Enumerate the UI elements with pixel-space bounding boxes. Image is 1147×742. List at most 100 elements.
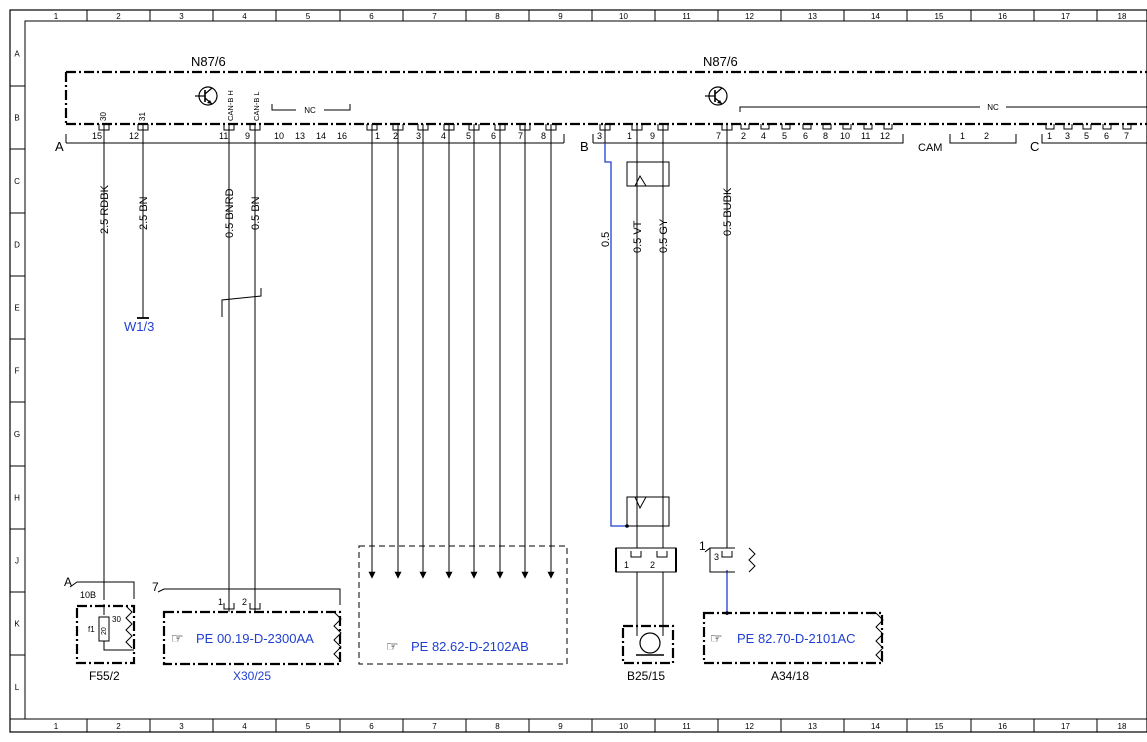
pin-number: 4 [441, 131, 446, 141]
column-label-top: 10 [619, 12, 628, 21]
nc-label-right: NC [987, 103, 999, 112]
column-label-top: 14 [871, 12, 880, 21]
x30-pin-terminals [223, 600, 261, 612]
x30-num: 7 [152, 580, 159, 594]
row-label: H [14, 494, 20, 503]
pin-number: 1 [627, 131, 632, 141]
column-label-bottom: 16 [998, 722, 1007, 731]
fuse-box-f55-2[interactable]: A 10B f1 20 30 F55/2 [64, 575, 136, 683]
column-label-bottom: 2 [116, 722, 121, 731]
pin-number: 3 [597, 131, 602, 141]
fuse-name: F55/2 [89, 669, 120, 683]
pe-82-62-box[interactable]: ☞ PE 82.62-D-2102AB [358, 545, 568, 665]
pin-number: 4 [761, 131, 766, 141]
wire-label-9: 0.5 BN [250, 196, 262, 230]
wires-right [604, 143, 728, 615]
pin-label-30: 30 [99, 112, 108, 121]
fuse-rating: 20 [101, 627, 108, 635]
row-label: A [14, 50, 20, 59]
pin-number: 11 [219, 131, 228, 141]
row-label: G [14, 430, 20, 439]
pin-number: 7 [518, 131, 523, 141]
column-label-bottom: 7 [432, 722, 437, 731]
connector-x30-25[interactable]: 7 1 2 ☞ PE 00.19-D-2300AA X30/25 [152, 580, 342, 683]
column-label-top: 5 [306, 12, 311, 21]
column-label-bottom: 10 [619, 722, 628, 731]
pin-number: 7 [716, 131, 721, 141]
pin-number: 9 [650, 131, 655, 141]
column-label-top: 6 [369, 12, 374, 21]
column-label-bottom: 13 [808, 722, 817, 731]
sheet-border [9, 9, 1147, 733]
cam-pin-number: 2 [984, 131, 989, 141]
row-label: L [15, 683, 20, 692]
column-label-top: 4 [242, 12, 247, 21]
column-label-top: 16 [998, 12, 1007, 21]
pin-number: 8 [823, 131, 828, 141]
a34-pe-link[interactable]: PE 82.70-D-2101AC [737, 631, 856, 646]
module-a34-18[interactable]: 1 3 ☞ PE 82.70-D-2101AC A34/18 [699, 539, 884, 683]
row-label: F [15, 367, 20, 376]
wire-label-b9: 0.5 GY [658, 218, 670, 253]
row-label: B [14, 114, 19, 123]
wire-label-15: 2.5 RDBK [99, 184, 111, 234]
pe-mid-link[interactable]: PE 82.62-D-2102AB [411, 639, 529, 654]
column-label-bottom: 6 [369, 722, 374, 731]
column-label-top: 11 [682, 12, 691, 21]
wire-label-12: 2.5 BN [138, 196, 150, 230]
sensor-b25-15[interactable]: 1 2 B25/15 [615, 547, 677, 683]
pin-number: 10 [274, 131, 284, 141]
pin-number: 5 [782, 131, 787, 141]
transistor-icon [195, 86, 218, 106]
pin-number: 5 [466, 131, 471, 141]
column-label-bottom: 18 [1118, 722, 1127, 731]
column-label-bottom: 9 [558, 722, 563, 731]
pin-number: 3 [416, 131, 421, 141]
pin-number: 6 [803, 131, 808, 141]
pin-number: 15 [92, 131, 102, 141]
pin-number: 9 [245, 131, 250, 141]
pin-number: 2 [741, 131, 746, 141]
x30-pin-1: 1 [218, 597, 223, 607]
column-label-top: 3 [179, 12, 184, 21]
column-label-bottom: 11 [682, 722, 691, 731]
x30-pin-2: 2 [242, 597, 247, 607]
pin-number: 13 [295, 131, 305, 141]
column-label-bottom: 12 [745, 722, 754, 731]
b25-pin-2: 2 [650, 560, 655, 570]
connector-c-label: C [1030, 139, 1039, 154]
ground-w1-3[interactable]: W1/3 [124, 319, 154, 334]
row-label: K [14, 620, 20, 629]
column-label-bottom: 8 [495, 722, 500, 731]
a34-pe-hand-icon: ☞ [710, 630, 723, 646]
column-label-top: 12 [745, 12, 754, 21]
fuse-id: f1 [88, 625, 95, 634]
column-label-bottom: 3 [179, 722, 184, 731]
column-label-top: 17 [1061, 12, 1070, 21]
column-label-top: 9 [558, 12, 563, 21]
connector-b-label: B [580, 139, 589, 154]
wires-left [103, 143, 262, 600]
pin-number: 10 [840, 131, 850, 141]
fuse-pin-label: 10B [80, 590, 96, 600]
column-ruler: 1122334455667788991010111112121313141415… [54, 10, 1147, 732]
x30-pe-link[interactable]: PE 00.19-D-2300AA [196, 631, 314, 646]
x30-pe-hand-icon: ☞ [171, 630, 184, 646]
module-title-right: N87/6 [703, 54, 738, 69]
wire-label-11: 0.5 BNRD [224, 188, 236, 238]
column-label-bottom: 1 [54, 722, 59, 731]
pin-number: 12 [880, 131, 890, 141]
column-label-top: 13 [808, 12, 817, 21]
c-pin-number: 1 [1047, 131, 1052, 141]
pin-number: 8 [541, 131, 546, 141]
row-label: C [14, 177, 20, 186]
cam-pin-number: 1 [960, 131, 965, 141]
a34-name: A34/18 [771, 669, 809, 683]
connector-cam-label: CAM [918, 142, 942, 154]
module-title: N87/6 [191, 54, 226, 69]
pin-label-can-b-h: CAN-B H [226, 90, 235, 121]
column-label-top: 7 [432, 12, 437, 21]
column-label-top: 8 [495, 12, 500, 21]
